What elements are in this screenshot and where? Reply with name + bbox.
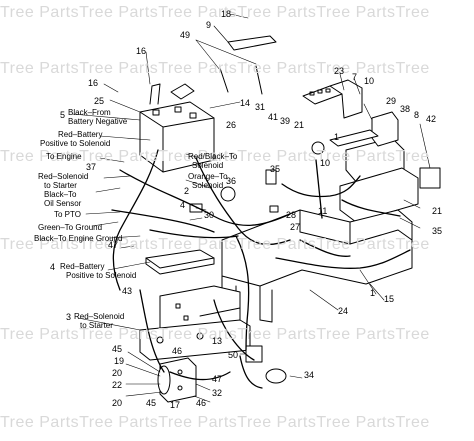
- callout-49: 49: [180, 30, 191, 40]
- label-battery-negative: Battery Negative: [68, 117, 128, 126]
- callout-16: 16: [88, 78, 99, 88]
- solenoid-part: [245, 345, 287, 384]
- callout-25: 25: [94, 96, 105, 106]
- callout-45: 45: [112, 344, 123, 354]
- label-solenoid: Solenoid: [192, 181, 224, 190]
- callout-41: 41: [268, 112, 279, 122]
- callout-18: 18: [221, 9, 232, 19]
- callout-22: 22: [112, 380, 123, 390]
- callout-29: 29: [386, 96, 397, 106]
- callout-43: 43: [122, 286, 133, 296]
- callout-21: 21: [432, 206, 443, 216]
- part-42: [419, 167, 441, 189]
- callout-4: 4: [50, 262, 56, 272]
- console: [339, 111, 419, 223]
- callout-37: 37: [86, 162, 97, 172]
- dashboard-panel: [302, 79, 363, 119]
- callout-9: 9: [206, 20, 212, 30]
- label-black-to: Black–To: [44, 190, 77, 199]
- label-to-engine: To Engine: [46, 152, 82, 161]
- callout-17: 17: [170, 400, 181, 410]
- hood-rod-left: [219, 67, 229, 93]
- callout-35: 35: [432, 226, 443, 236]
- callout-46: 46: [172, 346, 183, 356]
- label-red-black-to: Red/Black–To: [188, 152, 238, 161]
- label-positive-to-solenoid: Positive to Solenoid: [40, 139, 111, 148]
- leader-lines: [71, 13, 431, 403]
- battery-tray: [145, 249, 215, 275]
- wiring-harness: [111, 149, 411, 389]
- label-red-battery: Red–Battery: [60, 262, 105, 271]
- label-to-starter: to Starter: [80, 321, 113, 330]
- callout-32: 32: [212, 388, 223, 398]
- callout-10: 10: [320, 158, 331, 168]
- callout-10: 10: [364, 76, 375, 86]
- callout-2: 2: [184, 186, 190, 196]
- callout-45: 45: [146, 398, 157, 408]
- bracket-29: [329, 129, 379, 147]
- battery: [139, 83, 215, 173]
- label-red-battery: Red–Battery: [58, 130, 103, 139]
- label-red-solenoid: Red–Solenoid: [74, 312, 125, 321]
- label-solenoid: Solenoid: [192, 161, 224, 170]
- callout-11: 11: [318, 206, 328, 216]
- callout-28: 28: [286, 210, 297, 220]
- hood-bracket: [227, 35, 277, 51]
- callout-7: 7: [352, 72, 358, 82]
- callout-30: 30: [204, 210, 215, 220]
- callout-27: 27: [290, 222, 301, 232]
- callout-50: 50: [228, 350, 239, 360]
- callout-14: 14: [240, 98, 251, 108]
- callout-39: 39: [280, 116, 291, 126]
- callout-15: 15: [384, 294, 395, 304]
- key-switch: [220, 186, 236, 202]
- callout-34: 34: [304, 370, 315, 380]
- callout-1: 1: [334, 132, 340, 142]
- callout-36: 36: [226, 176, 237, 186]
- connector-28: [269, 205, 279, 213]
- callout-8: 8: [414, 110, 420, 120]
- callout-16: 16: [136, 46, 147, 56]
- callout-1: 1: [370, 288, 376, 298]
- label-black-from: Black–From: [68, 108, 111, 117]
- switch-35: [265, 169, 277, 185]
- label-to-pto: To PTO: [54, 210, 81, 219]
- callout-47: 47: [108, 240, 119, 250]
- callout-46: 46: [196, 398, 207, 408]
- label-orange-to: Orange–To: [188, 172, 228, 181]
- callout-21: 21: [294, 120, 305, 130]
- callout-38: 38: [400, 104, 411, 114]
- callout-31: 31: [255, 102, 266, 112]
- hood-rod-right: [255, 65, 263, 95]
- callout-20: 20: [112, 368, 123, 378]
- callout-24: 24: [338, 306, 349, 316]
- label-oil-sensor: Oil Sensor: [44, 199, 82, 208]
- label-positive-to-solenoid: Positive to Solenoid: [66, 271, 137, 280]
- callout-5: 5: [60, 110, 66, 120]
- callout-47: 47: [212, 374, 223, 384]
- label-red-solenoid: Red–Solenoid: [38, 172, 89, 181]
- pto-switch: [311, 141, 325, 155]
- callout-42: 42: [426, 114, 437, 124]
- starter-motor: [157, 357, 197, 403]
- callout-23: 23: [334, 66, 345, 76]
- callout-26: 26: [226, 120, 237, 130]
- label-to-starter: to Starter: [44, 181, 77, 190]
- callout-4: 4: [180, 200, 186, 210]
- label-black-to-engine-ground: Black–To Engine Ground: [34, 234, 123, 243]
- label-green-to-ground: Green–To Ground: [38, 223, 103, 232]
- callout-13: 13: [212, 336, 223, 346]
- callout-19: 19: [114, 356, 125, 366]
- callout-20: 20: [112, 398, 123, 408]
- callout-3: 3: [66, 312, 72, 322]
- callout-35: 35: [270, 164, 281, 174]
